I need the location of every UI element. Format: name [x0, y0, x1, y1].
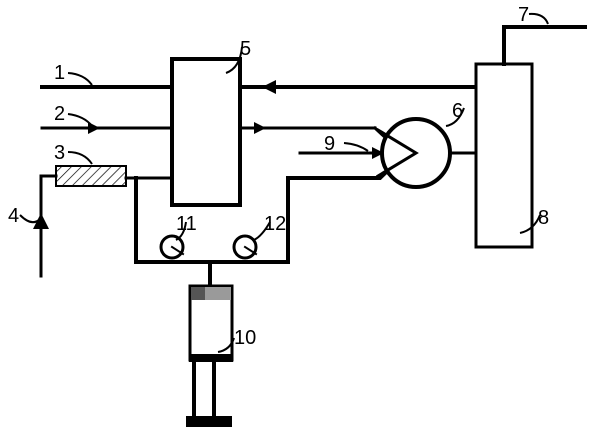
- label-3: 3: [54, 142, 65, 164]
- pipe-7: [502, 25, 587, 66]
- return-line: [238, 80, 477, 94]
- label-11: 11: [176, 213, 197, 235]
- component-5-exchanger: [170, 57, 242, 207]
- valve-4-icon: [33, 213, 49, 229]
- label-6: 6: [452, 100, 463, 122]
- label-4: 4: [8, 205, 19, 227]
- bath-tank: [124, 152, 407, 264]
- stream-9-arrow-icon: [372, 147, 384, 159]
- label-10: 10: [234, 327, 256, 349]
- label-8: 8: [538, 207, 549, 229]
- component-8-vessel: [474, 62, 534, 249]
- sensor-12: [232, 234, 258, 260]
- label-9: 9: [324, 133, 335, 155]
- stream-2-arrow-icon: [254, 122, 266, 134]
- label-7: 7: [518, 4, 529, 26]
- leader-lines: [19, 12, 549, 353]
- return-arrow-icon: [262, 80, 276, 94]
- label-5: 5: [240, 38, 251, 60]
- label-2: 2: [54, 103, 65, 125]
- component-10-actuator: [186, 260, 234, 427]
- label-12: 12: [264, 213, 286, 235]
- sensor-11: [159, 234, 185, 260]
- label-1: 1: [54, 62, 65, 84]
- component-3-hatched: [55, 165, 127, 187]
- component-6-pump: [375, 117, 452, 189]
